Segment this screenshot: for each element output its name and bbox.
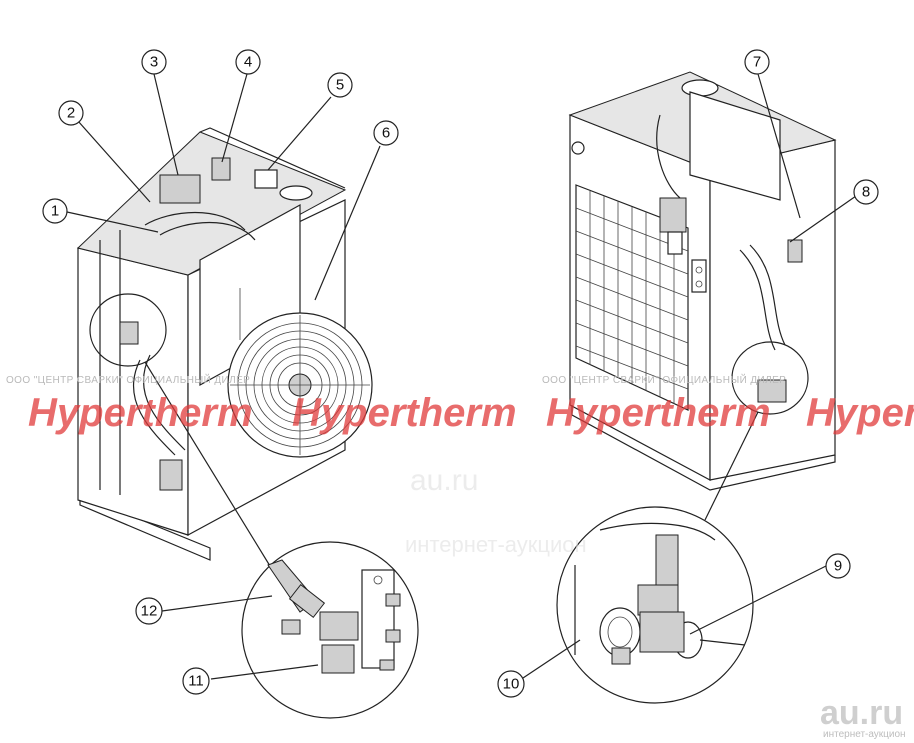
watermark-dealer-left: ООО "ЦЕНТР СВАРКИ" ОФИЦИАЛЬНЫЙ ДИЛЕР (6, 373, 250, 386)
au-logo: au.ru (820, 694, 903, 732)
leader-7 (757, 73, 801, 219)
leader-lines (66, 73, 857, 680)
callout-10: 10 (497, 670, 525, 698)
leader-9 (689, 565, 827, 635)
zoom-bubble-right (556, 506, 754, 704)
watermarks: ООО "ЦЕНТР СВАРКИ" ОФИЦИАЛЬНЫЙ ДИЛЕР ООО… (6, 373, 914, 740)
watermark-brand-1: Hypertherm (28, 391, 253, 435)
watermark-site: au.ru (410, 464, 478, 497)
leader-5 (267, 96, 332, 171)
leader-3 (153, 73, 179, 176)
left-unit (76, 127, 373, 567)
callout-12: 12 (135, 597, 163, 625)
callout-3-label: 3 (150, 54, 158, 71)
leader-4 (221, 73, 248, 163)
callout-2: 2 (58, 100, 84, 126)
callout-7: 7 (744, 49, 770, 75)
callout-6: 6 (373, 120, 399, 146)
callout-1: 1 (42, 198, 68, 224)
watermark-site-sub: интернет-аукцион (405, 532, 587, 557)
callout-2-label: 2 (67, 105, 75, 122)
leader-10 (522, 639, 581, 679)
callouts: 1 2 3 4 5 6 7 8 (42, 49, 879, 698)
leader-8 (789, 195, 857, 243)
callout-6-label: 6 (382, 125, 390, 142)
leader-12 (161, 595, 273, 612)
right-unit (568, 71, 837, 521)
callout-1-label: 1 (51, 203, 59, 220)
callout-12-label: 12 (141, 603, 158, 620)
callout-7-label: 7 (753, 54, 761, 71)
leader-6 (314, 145, 381, 301)
callout-11: 11 (182, 667, 210, 695)
callout-3: 3 (141, 49, 167, 75)
callout-5-label: 5 (336, 77, 344, 94)
leader-11 (210, 664, 319, 680)
condenser-grid (575, 184, 689, 411)
leader-2 (77, 120, 151, 203)
watermark-brand-3: Hypertherm (546, 391, 771, 435)
watermark-brand-2: Hypertherm (292, 391, 517, 435)
callout-8-label: 8 (862, 184, 870, 201)
callout-8: 8 (853, 179, 879, 205)
callout-4-label: 4 (244, 54, 252, 71)
callout-9: 9 (825, 553, 851, 579)
callout-9-label: 9 (834, 558, 842, 575)
callout-5: 5 (327, 72, 353, 98)
leader-1 (66, 211, 159, 233)
watermark-brand-4: Hypertherm (806, 391, 914, 435)
zoom-bubble-left (241, 541, 419, 719)
callout-4: 4 (235, 49, 261, 75)
watermark-dealer-right: ООО "ЦЕНТР СВАРКИ" ОФИЦИАЛЬНЫЙ ДИЛЕР (542, 373, 786, 386)
callout-10-label: 10 (503, 676, 520, 693)
au-logo-sub: интернет-аукцион (823, 729, 906, 740)
callout-11-label: 11 (188, 673, 204, 690)
